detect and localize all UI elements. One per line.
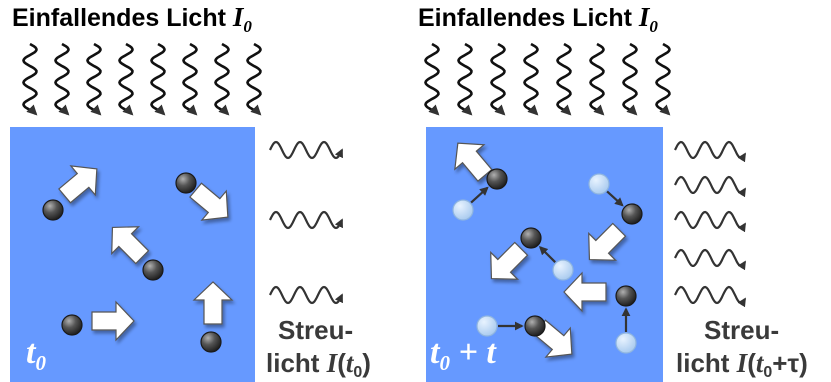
scattered-wave: [674, 210, 746, 233]
incident-wave: [622, 42, 638, 116]
displacement-arrow: [538, 245, 556, 263]
left-panel: Einfallendes Licht I0 t0 Streu- licht I(…: [10, 2, 371, 382]
left-title: Einfallendes Licht I0: [12, 2, 252, 36]
scattered-wave: [674, 175, 746, 198]
incident-wave: [655, 42, 671, 116]
motion-arrow: [454, 142, 493, 182]
particles-right: [452, 168, 643, 354]
particle: [621, 203, 643, 225]
particle: [200, 331, 222, 353]
incident-wave: [54, 42, 70, 116]
scattered-wave: [269, 285, 343, 305]
particle-previous: [615, 332, 637, 354]
motion-arrow: [490, 241, 529, 280]
incident-wave: [589, 42, 605, 116]
particle: [520, 227, 542, 249]
scattered-light-waves-left: [269, 140, 343, 305]
right-title: Einfallendes Licht I0: [418, 2, 658, 36]
scatter-label-left-line2: licht I(t0): [266, 348, 371, 381]
incident-wave: [150, 42, 166, 116]
scatter-label-left-line1: Streu-: [278, 315, 353, 345]
incident-light-waves-left: [22, 42, 262, 116]
scattered-wave: [674, 248, 746, 271]
incident-light-waves-right: [424, 42, 671, 116]
incident-wave: [22, 42, 38, 116]
motion-arrow: [192, 281, 234, 325]
particle: [524, 315, 546, 337]
time-label-left: t0: [26, 334, 46, 375]
particles-left: [42, 172, 222, 353]
scattered-wave: [674, 140, 746, 163]
particle-previous: [588, 173, 610, 195]
incident-wave: [457, 42, 473, 116]
incident-wave: [86, 42, 102, 116]
motion-arrow: [563, 271, 607, 313]
incident-wave: [490, 42, 506, 116]
displacement-arrow: [470, 186, 489, 204]
motion-arrow: [58, 165, 98, 204]
incident-wave: [118, 42, 134, 116]
incident-wave: [214, 42, 230, 116]
time-label-right: t0 + t: [430, 334, 497, 375]
incident-wave: [182, 42, 198, 116]
particle-previous: [452, 199, 474, 221]
right-panel: Einfallendes Licht I0 t0 + t Streu- lich…: [418, 2, 808, 382]
incident-wave: [523, 42, 539, 116]
scattered-wave: [269, 140, 343, 160]
scattered-wave: [674, 285, 746, 308]
particle-previous: [476, 315, 498, 337]
motion-arrow: [91, 300, 135, 342]
particle: [175, 172, 197, 194]
displacement-arrow: [606, 190, 624, 207]
motion-arrows-left: [58, 165, 234, 342]
motion-arrow: [588, 222, 627, 261]
motion-arrow: [111, 226, 150, 265]
displacement-steps-right: [470, 186, 631, 332]
incident-wave: [246, 42, 262, 116]
particle: [615, 285, 637, 307]
incident-wave: [424, 42, 440, 116]
particle: [42, 199, 64, 221]
particle: [486, 168, 508, 190]
incident-wave: [556, 42, 572, 116]
particle: [61, 314, 83, 336]
particle: [142, 259, 164, 281]
motion-arrow: [189, 182, 229, 221]
scattered-light-waves-right: [674, 140, 746, 308]
scatter-label-right-line2: licht I(t0+τ): [676, 348, 808, 381]
scatter-label-right-line1: Streu-: [704, 315, 779, 345]
particle-previous: [552, 259, 574, 281]
scattered-wave: [269, 210, 343, 230]
